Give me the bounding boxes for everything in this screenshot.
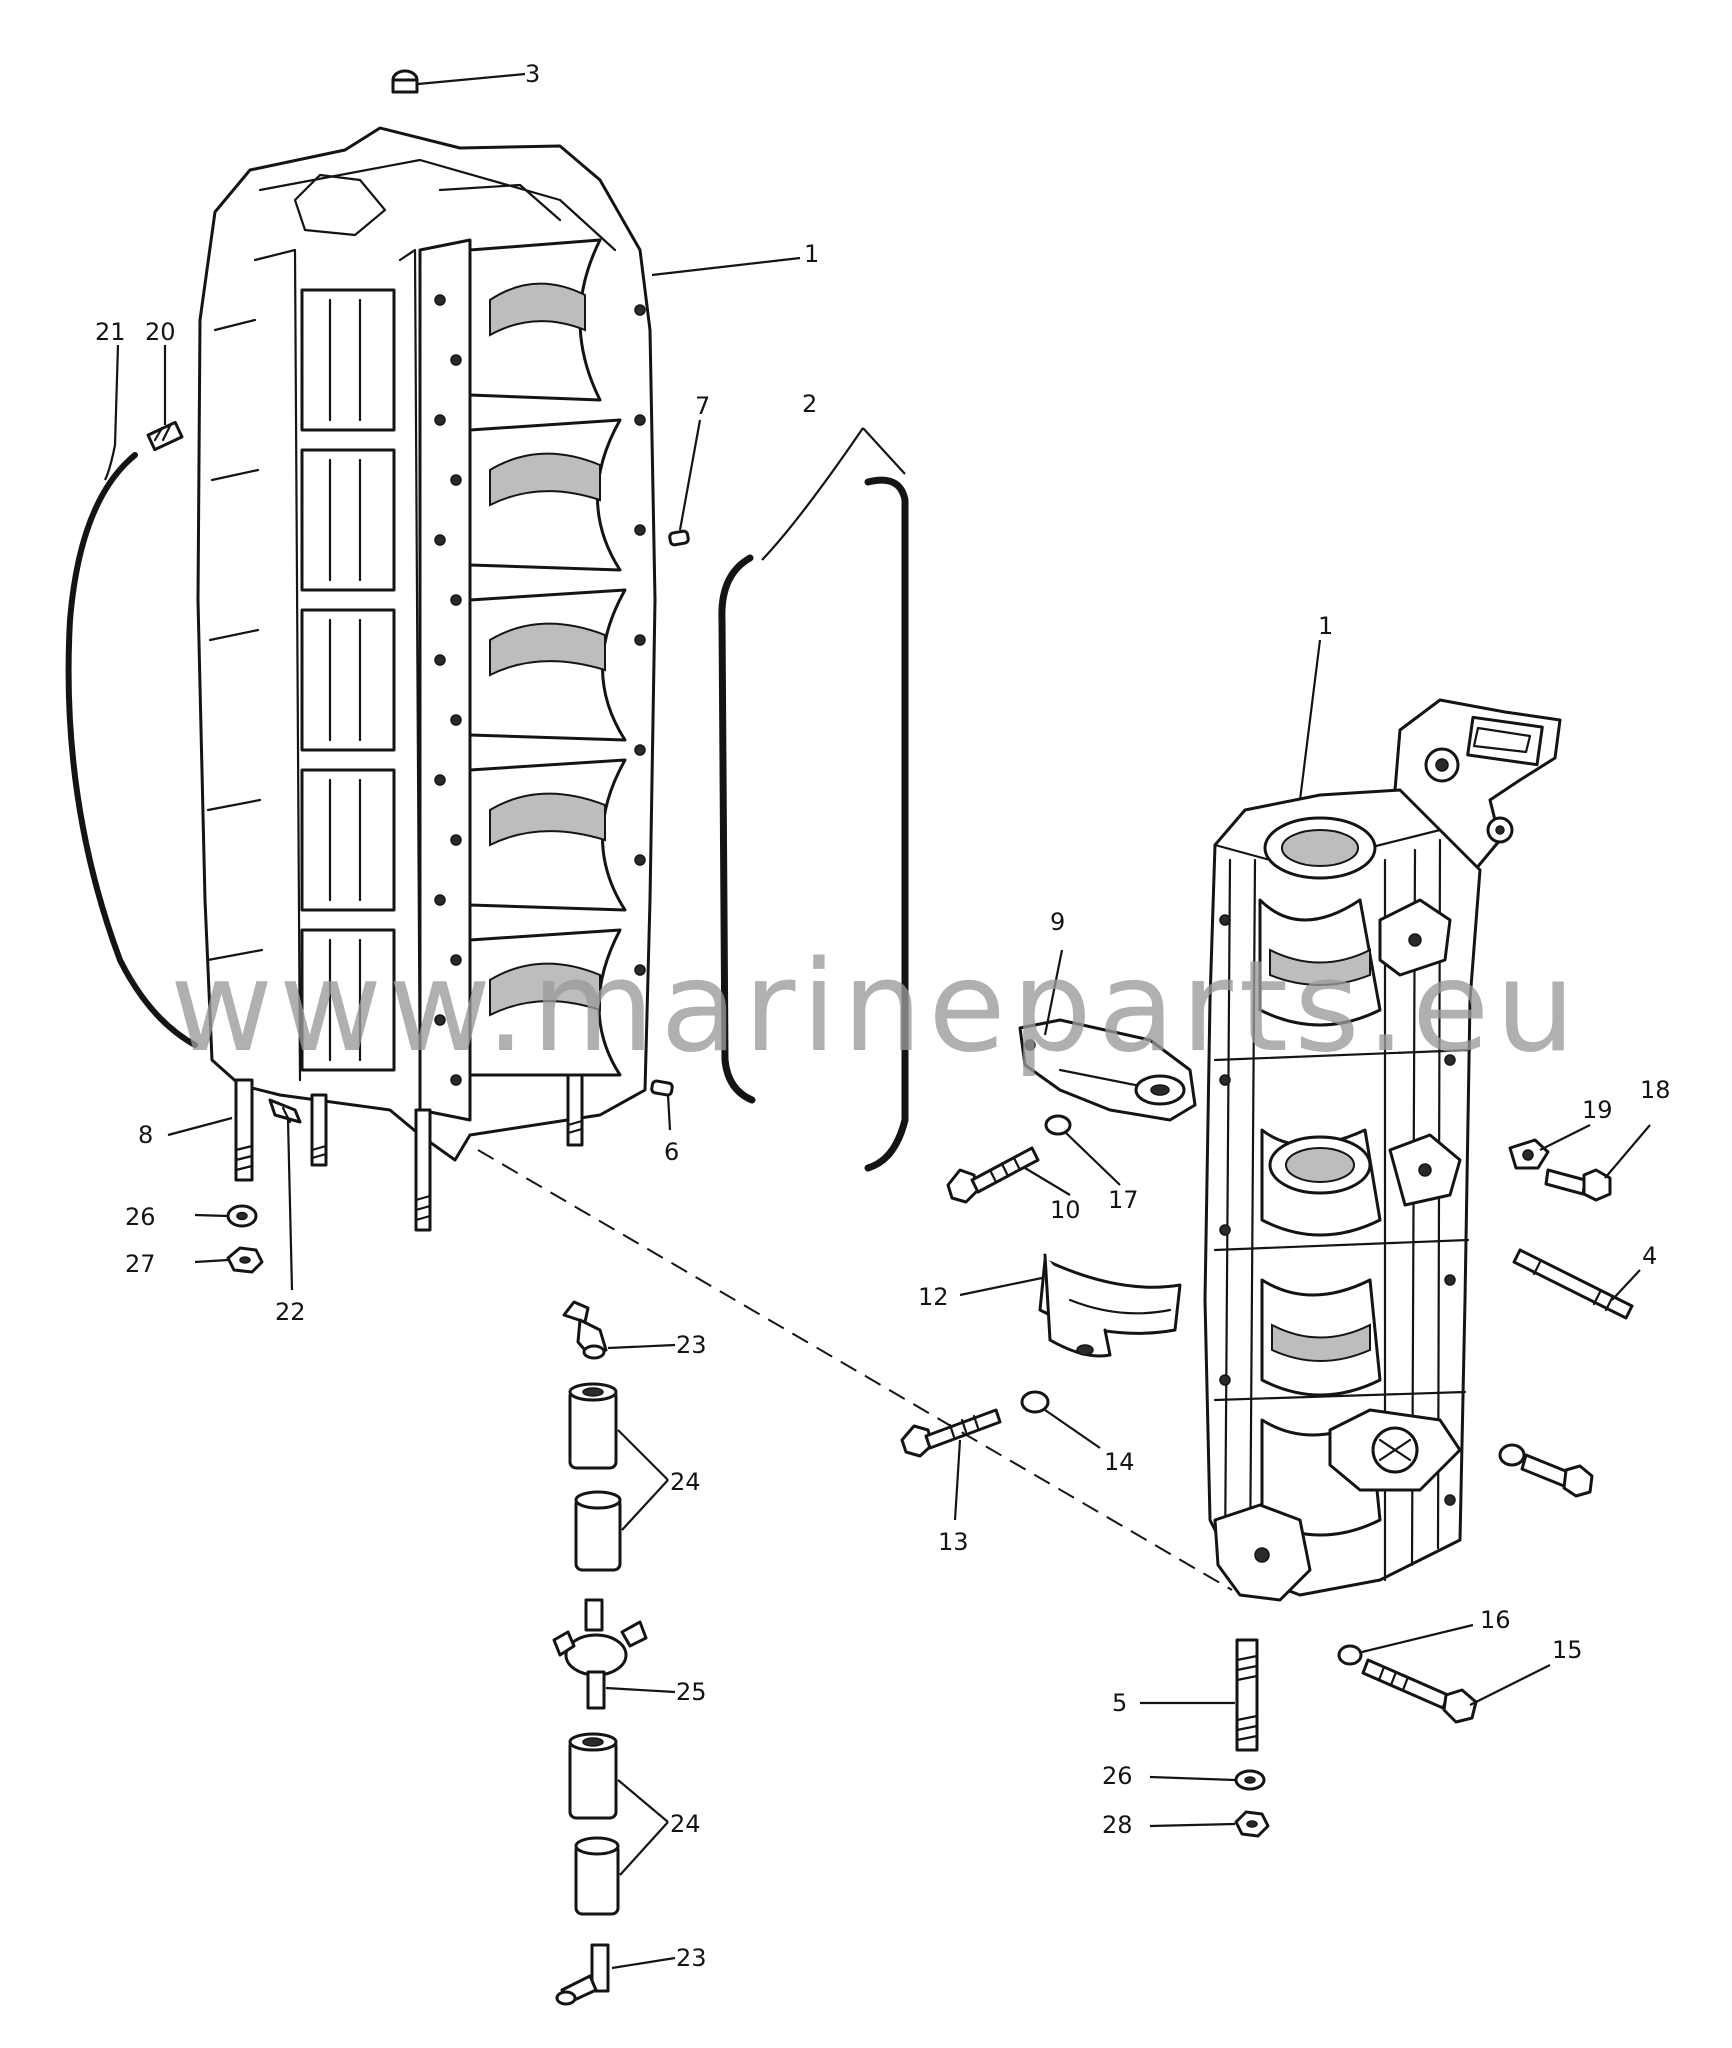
screw-22 — [268, 1098, 302, 1124]
tee-fitting-25 — [552, 1598, 648, 1710]
callout-13: 13 — [938, 1528, 969, 1556]
callout-26-left: 26 — [125, 1203, 156, 1231]
nut-28 — [1234, 1810, 1270, 1838]
callout-20: 20 — [145, 318, 176, 346]
bolt-washer-right — [1498, 1443, 1594, 1498]
hose-24-3 — [568, 1732, 618, 1820]
callout-23-top: 23 — [676, 1331, 707, 1359]
plug-3 — [391, 69, 419, 94]
nut-27 — [226, 1246, 264, 1274]
callout-15: 15 — [1552, 1636, 1583, 1664]
callout-numbers: 3 1 2 7 1 21 20 8 22 6 9 10 17 12 13 14 … — [95, 60, 1671, 1972]
callout-27: 27 — [125, 1250, 156, 1278]
bearing-cap-12 — [1038, 1253, 1182, 1358]
callout-23-bottom: 23 — [676, 1944, 707, 1972]
callout-6: 6 — [664, 1138, 679, 1166]
callout-14: 14 — [1104, 1448, 1135, 1476]
leader-lines — [104, 72, 1651, 1970]
hose-24-2 — [574, 1490, 622, 1572]
callout-26-right: 26 — [1102, 1762, 1133, 1790]
bolt-18 — [1544, 1168, 1612, 1202]
watermark-text: www.marineparts.eu — [170, 933, 1581, 1080]
bolt-15 — [1361, 1658, 1478, 1724]
callout-19: 19 — [1582, 1096, 1613, 1124]
stud-5 — [1235, 1638, 1259, 1752]
callout-22: 22 — [275, 1298, 306, 1326]
callout-8: 8 — [138, 1121, 153, 1149]
callout-7: 7 — [695, 392, 710, 420]
callout-1-left: 1 — [804, 240, 819, 268]
callout-2: 2 — [802, 390, 817, 418]
callout-18: 18 — [1640, 1076, 1671, 1104]
callout-4: 4 — [1642, 1242, 1657, 1270]
washer-26-right — [1234, 1769, 1266, 1791]
hose-24-1 — [568, 1382, 618, 1470]
cylinder-block-left — [196, 126, 657, 1232]
fitting-20 — [146, 420, 184, 452]
callout-10: 10 — [1050, 1196, 1081, 1224]
assembly-dashed-line — [477, 1149, 1233, 1591]
washer-26-left — [226, 1204, 258, 1228]
crankcase-cover-right — [1203, 698, 1562, 1602]
callout-24-top: 24 — [670, 1468, 701, 1496]
washer-14 — [1020, 1390, 1050, 1414]
dowel-6 — [650, 1079, 674, 1097]
washer-16 — [1337, 1644, 1363, 1666]
callout-1-right: 1 — [1318, 612, 1333, 640]
stud-4 — [1512, 1248, 1634, 1320]
callout-21: 21 — [95, 318, 126, 346]
callout-24-bottom: 24 — [670, 1810, 701, 1838]
elbow-23-top — [562, 1300, 608, 1360]
callout-16: 16 — [1480, 1606, 1511, 1634]
callout-9: 9 — [1050, 908, 1065, 936]
stud-8-set — [234, 1073, 584, 1232]
callout-5: 5 — [1112, 1689, 1127, 1717]
callout-12: 12 — [918, 1283, 949, 1311]
bolt-13 — [900, 1408, 1002, 1458]
callout-17: 17 — [1108, 1186, 1139, 1214]
elbow-23-bottom — [555, 1943, 610, 2006]
callout-3: 3 — [525, 60, 540, 88]
washer-17 — [1044, 1114, 1072, 1136]
callout-25: 25 — [676, 1678, 707, 1706]
bearing-cap-9 — [1018, 1018, 1197, 1122]
dowel-7 — [668, 529, 690, 547]
hose-21-inner — [67, 453, 197, 1047]
bolt-10 — [946, 1146, 1040, 1204]
face-bolt-holes — [434, 294, 462, 1086]
callout-28: 28 — [1102, 1811, 1133, 1839]
hose-24-4 — [574, 1836, 620, 1916]
fitting-19 — [1508, 1138, 1550, 1170]
seal-strips-2 — [718, 476, 909, 1172]
